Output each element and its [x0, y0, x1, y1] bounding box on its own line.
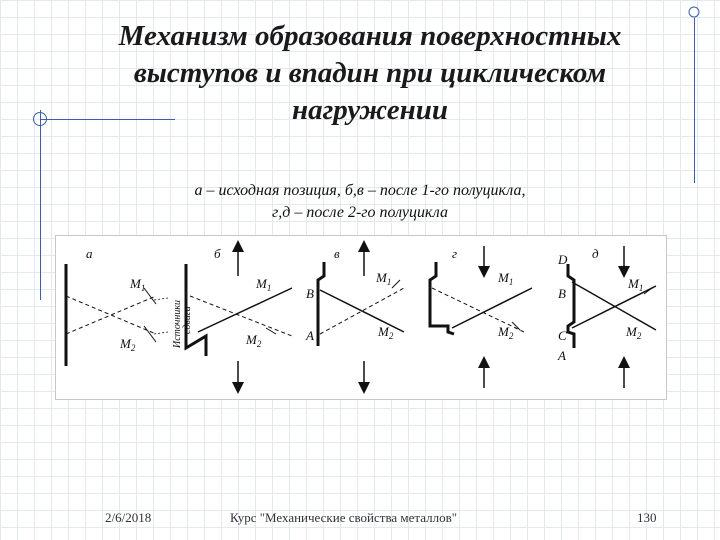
- page-title: Механизм образования поверхностных высту…: [60, 18, 680, 129]
- panel-a-m1-tick: [143, 287, 157, 305]
- panel-g-surface: [428, 262, 455, 336]
- panel-b-m1-label: M1: [255, 276, 271, 293]
- panel-a-m2-label: M2: [119, 336, 136, 353]
- frame-ring: [33, 112, 47, 126]
- panel-g-m2-tick: [511, 321, 521, 331]
- panel-d-surface: [566, 264, 576, 348]
- panel-label-v: в: [334, 246, 340, 261]
- panel-g-slip-plane: [431, 287, 525, 333]
- panel-d-point-d: D: [557, 252, 568, 267]
- panel-d-slip-line-2: [571, 285, 657, 329]
- panel-d-point-a: A: [557, 348, 566, 363]
- panel-g-m2-label: M2: [497, 324, 514, 341]
- corner-ring-icon: [686, 4, 702, 25]
- panel-d-point-b: B: [558, 286, 566, 301]
- panel-d: д D B C A M1 M2: [557, 246, 657, 388]
- figure-caption: а – исходная позиция, б,в – после 1-го п…: [110, 180, 610, 224]
- panel-label-b: б: [214, 246, 221, 261]
- panel-d-m1-tick: [643, 287, 653, 295]
- frame-horizontal-line: [40, 119, 175, 120]
- panel-g-m1-label: M1: [497, 270, 513, 287]
- footer-course: Курс "Механические свойства металлов": [230, 510, 458, 525]
- title-line-1: Механизм образования поверхностных: [118, 20, 622, 52]
- source-label-line-1: Источники: [172, 300, 183, 349]
- panel-v: в B A M1 M2: [305, 240, 405, 394]
- panel-b: б M1 M2: [184, 240, 293, 394]
- panel-v-m2-label: M2: [377, 324, 394, 341]
- panel-a-m1-label: M1: [129, 276, 145, 293]
- panel-v-surface: [316, 262, 326, 346]
- panel-v-point-b: B: [306, 286, 314, 301]
- panel-label-g: г: [452, 246, 457, 261]
- title-line-2: выступов и впадин при циклическом: [133, 57, 607, 89]
- panel-a-source-label: Источники сдвига: [172, 300, 193, 349]
- panel-b-m2-tick: [265, 327, 277, 335]
- panel-a-pointer-m2: [153, 331, 169, 335]
- panel-b-slip-plane: [189, 295, 293, 337]
- panel-d-point-c: C: [558, 328, 567, 343]
- panel-b-slip-line: [197, 287, 293, 333]
- footer-date: 2/6/2018: [105, 510, 152, 525]
- diagram-svg: а M1 M2 Источники сдвига б M1 M2 в B: [64, 240, 657, 394]
- panel-label-a: а: [86, 246, 93, 261]
- panel-v-m1-label: M1: [375, 270, 391, 287]
- title-line-3: нагружении: [291, 94, 449, 126]
- panel-d-m2-label: M2: [625, 324, 642, 341]
- panel-a: а M1 M2 Источники сдвига: [64, 246, 193, 366]
- panel-g: г M1 M2: [428, 246, 533, 388]
- caption-line-2: г,д – после 2-го полуцикла: [272, 204, 448, 221]
- panel-a-m2-tick: [143, 325, 157, 343]
- frame-vertical-line: [40, 110, 41, 300]
- mechanism-diagram: а M1 M2 Источники сдвига б M1 M2 в B: [55, 235, 667, 400]
- panel-b-surface: [184, 264, 208, 356]
- panel-b-m2-label: M2: [245, 332, 262, 349]
- panel-d-slip-line-1: [571, 281, 657, 331]
- panel-v-slip-plane: [319, 287, 405, 335]
- panel-g-slip-line: [451, 287, 533, 329]
- panel-a-slip-plane-2: [65, 295, 157, 335]
- panel-a-slip-plane-1: [65, 295, 157, 335]
- caption-line-1: а – исходная позиция, б,в – после 1-го п…: [194, 182, 526, 199]
- panel-a-pointer-m1: [153, 297, 169, 301]
- footer-page-number: 130: [637, 510, 657, 525]
- panel-v-slip-line-1: [319, 289, 405, 333]
- panel-v-point-a: A: [305, 328, 314, 343]
- frame-right-line: [694, 18, 695, 183]
- panel-d-m1-label: M1: [627, 276, 643, 293]
- panel-v-m1-tick: [391, 279, 401, 289]
- panel-label-d: д: [592, 246, 599, 261]
